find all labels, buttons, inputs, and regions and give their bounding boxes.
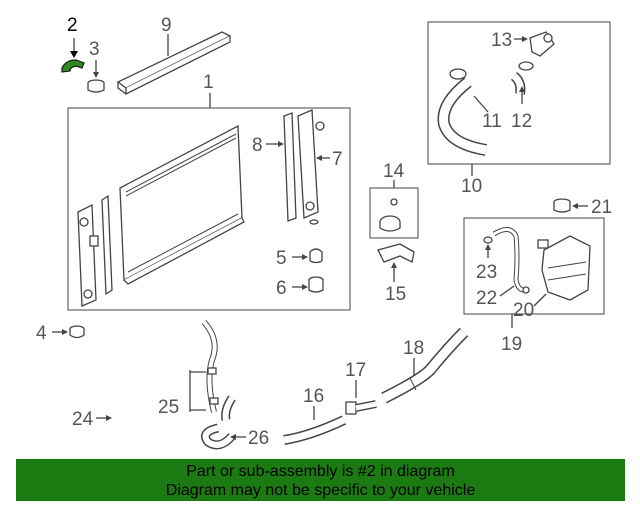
part-5-plug[interactable] — [309, 248, 323, 264]
part-16-hose[interactable] — [283, 415, 347, 445]
callout-16[interactable]: 16 — [303, 386, 324, 407]
callout-19[interactable]: 19 — [501, 334, 522, 355]
leader-22 — [499, 285, 515, 297]
callout-5[interactable]: 5 — [276, 248, 287, 269]
callout-22[interactable]: 22 — [476, 288, 497, 309]
part-11-upper-hose[interactable] — [437, 68, 488, 156]
part-12-hose-bend[interactable] — [510, 61, 534, 95]
callout-10[interactable]: 10 — [461, 176, 482, 197]
arrow-12 — [519, 86, 525, 92]
part-25-hose[interactable] — [201, 320, 219, 413]
part-2-highlighted[interactable] — [61, 59, 85, 73]
upper-hose-group-box — [427, 21, 611, 165]
arrow-24 — [106, 415, 112, 421]
callout-21[interactable]: 21 — [591, 197, 612, 218]
callout-26[interactable]: 26 — [248, 428, 269, 449]
arrow-7 — [316, 155, 322, 161]
callout-1[interactable]: 1 — [203, 72, 214, 93]
part-17-connector[interactable] — [345, 400, 377, 415]
arrow-8 — [278, 141, 284, 147]
part-23-clip[interactable] — [483, 236, 493, 244]
callout-17[interactable]: 17 — [345, 360, 366, 381]
arrow-15 — [391, 262, 397, 268]
callout-13[interactable]: 13 — [491, 30, 512, 51]
callout-24[interactable]: 24 — [72, 409, 94, 430]
arrow-13 — [522, 36, 528, 42]
callout-11[interactable]: 11 — [482, 111, 502, 132]
callout-18[interactable]: 18 — [403, 338, 424, 359]
part-4-cap[interactable] — [69, 325, 85, 339]
part-18-hose[interactable] — [381, 327, 469, 404]
callout-6[interactable]: 6 — [276, 278, 287, 299]
arrow-26 — [230, 434, 236, 440]
part-3-cap[interactable] — [87, 79, 105, 93]
radiator-group-box — [67, 107, 351, 311]
leader-11 — [473, 95, 489, 113]
arrow-2 — [70, 51, 78, 58]
callout-12[interactable]: 12 — [511, 111, 532, 132]
callout-23[interactable]: 23 — [476, 262, 497, 283]
part-6-cap[interactable] — [308, 276, 324, 293]
callout-7[interactable]: 7 — [332, 149, 343, 170]
part-7-side-tank[interactable] — [297, 109, 325, 225]
callout-15[interactable]: 15 — [385, 284, 406, 305]
arrow-4 — [62, 329, 68, 335]
part-21-cap[interactable] — [553, 198, 571, 213]
part-24-hose[interactable] — [101, 329, 147, 442]
callout-14[interactable]: 14 — [383, 161, 405, 182]
part-26-hose[interactable] — [201, 395, 236, 450]
banner-line-1: Part or sub-assembly is #2 in diagram — [186, 463, 455, 480]
callout-8[interactable]: 8 — [252, 135, 263, 156]
part-8-side-seal[interactable] — [283, 112, 297, 222]
callout-20[interactable]: 20 — [513, 300, 534, 321]
arrow-3 — [93, 72, 99, 78]
callout-2[interactable]: 2 — [67, 15, 78, 36]
callout-3[interactable]: 3 — [89, 39, 100, 60]
callout-4[interactable]: 4 — [36, 323, 47, 344]
part-15-bracket[interactable] — [377, 243, 415, 263]
part-22-overflow-hose[interactable] — [492, 227, 530, 294]
arrow-6 — [302, 284, 308, 290]
reservoir-group-box — [463, 217, 605, 315]
callout-9[interactable]: 9 — [161, 15, 172, 36]
part-20-reservoir-tank[interactable] — [537, 235, 591, 301]
info-banner: Part or sub-assembly is #2 in diagram Di… — [16, 459, 625, 501]
part-9-seal-strip[interactable] — [116, 31, 232, 96]
leader-20 — [533, 293, 547, 307]
leader-25 — [189, 370, 206, 412]
arrow-5 — [302, 254, 308, 260]
part-1-radiator[interactable] — [77, 124, 245, 307]
part-14-radiator-cap[interactable] — [379, 198, 401, 232]
callout-25[interactable]: 25 — [158, 397, 179, 418]
banner-line-2: Diagram may not be specific to your vehi… — [165, 482, 476, 499]
part-13-filler-neck[interactable] — [529, 31, 555, 57]
arrow-21 — [572, 203, 578, 209]
arrow-23 — [485, 244, 491, 250]
